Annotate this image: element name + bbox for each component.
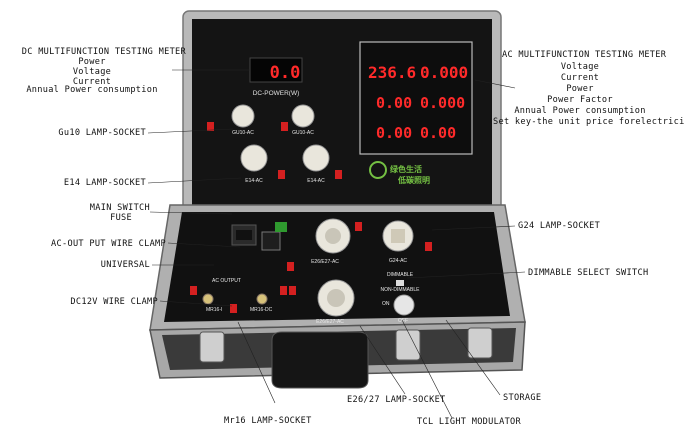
latch-left[interactable] (199, 331, 225, 363)
dc-power-label: DC-POWER(W) (253, 90, 300, 97)
callout-e2627: E26/27 LAMP-SOCKET (347, 395, 446, 405)
switch-gu10-right[interactable] (281, 122, 288, 131)
logo-text-line2: 低碳照明 (397, 175, 430, 185)
e14-socket-left[interactable] (240, 144, 268, 172)
callout-ac-line-setkey: Set key-the unit price forelectrici (493, 117, 685, 127)
mr16-right-label: MR16-DC (250, 307, 273, 313)
e26-bottom-label: E26/E27-AC (316, 319, 344, 325)
callout-ac-output: AC-OUT PUT WIRE CLAMP (51, 239, 166, 249)
switch-mr16-left[interactable] (190, 286, 197, 295)
power-indicator (275, 222, 287, 232)
e26-socket-bottom-core (327, 289, 345, 307)
dc-meter-display (249, 57, 303, 83)
switch-gu10-left[interactable] (207, 122, 214, 131)
knob-off-label: OFF (398, 318, 408, 324)
switch-e26-top[interactable] (355, 222, 362, 231)
callout-ac-line-power: Power (566, 84, 594, 94)
switch-g24[interactable] (425, 242, 432, 251)
logo-text-line1: 绿色生活 (390, 164, 422, 174)
ac-pf-value: 0.000 (420, 94, 465, 112)
ac-energy-value: 0.00 (376, 124, 412, 142)
callout-tcl: TCL LIGHT MODULATOR (417, 417, 522, 427)
callout-dc-meter-title: DC MULTIFUNCTION TESTING METER (21, 47, 186, 57)
callout-gu10: Gu10 LAMP-SOCKET (58, 128, 146, 138)
e14-right-label: E14-AC (307, 178, 325, 184)
callout-dc-line-voltage: Voltage (72, 67, 112, 77)
switch-e14-right[interactable] (335, 170, 342, 179)
callout-ac-line-annual: Annual Power consumption (514, 106, 646, 116)
callout-ac-line-current: Current (560, 73, 600, 83)
callout-g24: G24 LAMP-SOCKET (518, 221, 601, 231)
tcl-modulator-knob[interactable] (393, 294, 415, 316)
mr16-socket-right[interactable] (256, 293, 268, 305)
e14-left-label: E14-AC (245, 178, 263, 184)
dimmable-label: DIMMABLE (387, 272, 414, 278)
callout-main-switch: MAIN SWITCH (89, 203, 150, 213)
callout-dc-line-power: Power (78, 57, 106, 67)
ac-voltage-value: 236.6 (368, 63, 416, 82)
switch-mr16-right[interactable] (280, 286, 287, 295)
ac-output-label: AC OUTPUT (212, 278, 241, 284)
g24-socket-core (391, 229, 405, 243)
ac-current-value: 0.000 (420, 63, 468, 82)
e14-socket-right[interactable] (302, 144, 330, 172)
callout-universal: UNIVERSAL (100, 260, 150, 270)
callout-dc12v: DC12V WIRE CLAMP (70, 297, 158, 307)
knob-on-label: ON (382, 301, 390, 307)
callout-fuse: FUSE (110, 213, 132, 223)
gu10-socket-left[interactable] (231, 104, 255, 128)
latch-middle[interactable] (395, 329, 421, 361)
latch-right[interactable] (467, 327, 493, 359)
switch-e14-left[interactable] (278, 170, 285, 179)
callout-ac-line-voltage: Voltage (560, 62, 600, 72)
callout-dimmable: DIMMABLE SELECT SWITCH (528, 268, 649, 278)
fuse-holder[interactable] (236, 230, 252, 240)
g24-label: G24-AC (389, 258, 407, 264)
gu10-left-label: GU10-AC (232, 130, 254, 136)
ac-price-value: 0.00 (420, 124, 456, 142)
callout-ac-meter-title: AC MULTIFUNCTION TESTING METER (502, 50, 667, 60)
dimmable-select-switch[interactable] (396, 280, 404, 286)
e26-socket-top-core (325, 228, 341, 244)
callout-e14: E14 LAMP-SOCKET (63, 178, 146, 188)
dc-meter-value: 0.0 (270, 63, 301, 83)
e26-top-label: E26/E27-AC (311, 259, 339, 265)
gu10-socket-right[interactable] (291, 104, 315, 128)
ac-meter-box (359, 41, 473, 155)
callout-ac-line-pf: Power Factor (547, 95, 613, 105)
universal-outlet[interactable] (261, 231, 281, 251)
gu10-right-label: GU10-AC (292, 130, 314, 136)
non-dimmable-label: NON-DIMMABLE (381, 287, 421, 293)
mr16-left-label: MR16-I (206, 307, 222, 313)
leader-lines (147, 69, 526, 419)
switch-ac-output[interactable] (287, 262, 294, 271)
switch-e26-bottom[interactable] (289, 286, 296, 295)
switch-dc-clamp[interactable] (230, 304, 237, 313)
callout-mr16: Mr16 LAMP-SOCKET (224, 416, 312, 426)
callout-storage: STORAGE (503, 393, 542, 403)
callout-dc-line-annual: Annual Power consumption (26, 85, 158, 95)
mr16-socket-left[interactable] (202, 293, 214, 305)
ac-power-value: 0.00 (376, 94, 412, 112)
handle[interactable] (271, 331, 369, 389)
logo-bulb-icon (369, 161, 387, 179)
callout-dc-line-current: Current (72, 77, 112, 87)
